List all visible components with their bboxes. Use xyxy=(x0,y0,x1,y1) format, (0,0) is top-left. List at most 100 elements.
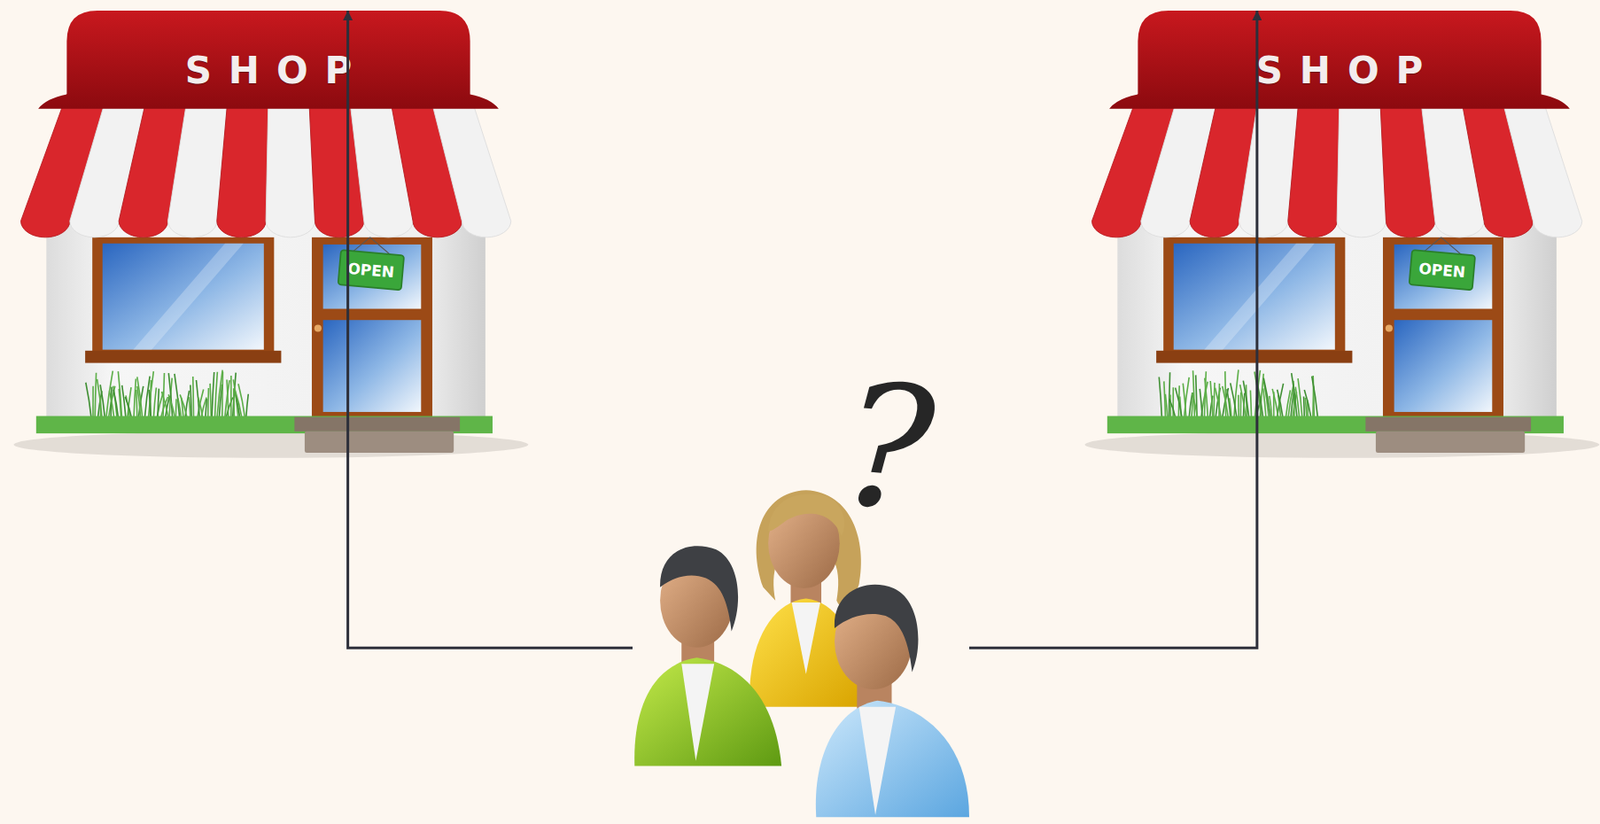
grass-blade xyxy=(1175,388,1183,419)
grass-blade xyxy=(108,390,114,418)
shop-name: SHOP xyxy=(1137,46,1541,96)
ground-strip xyxy=(36,416,493,435)
grass-blade xyxy=(1210,380,1213,419)
awning xyxy=(21,94,512,238)
connector-arrow xyxy=(348,10,633,648)
grass-blade xyxy=(1269,396,1273,419)
grass-blade xyxy=(133,379,136,419)
grass-blade xyxy=(148,371,155,419)
window-glass xyxy=(102,243,265,350)
grass-blade xyxy=(117,371,122,419)
door-knob xyxy=(314,324,322,332)
window-glass xyxy=(1173,243,1336,350)
door-frame xyxy=(1382,237,1504,424)
grass-blade xyxy=(161,391,169,419)
open-sign xyxy=(1409,249,1476,290)
grass-blade xyxy=(1304,389,1312,419)
grass-blade xyxy=(1204,378,1209,419)
grass-blade xyxy=(1257,380,1264,419)
grass-blade xyxy=(174,373,180,419)
grass-blade xyxy=(221,371,224,418)
grass-blade xyxy=(148,389,151,419)
grass-blade xyxy=(1213,382,1215,419)
ground-shadow xyxy=(1084,431,1600,459)
awning xyxy=(1092,94,1583,238)
grass-blade xyxy=(209,383,211,419)
grass-blade xyxy=(1192,393,1198,419)
grass-blade xyxy=(85,382,92,419)
grass-blade xyxy=(124,396,132,419)
open-sign xyxy=(338,249,405,290)
door-glass xyxy=(1394,244,1493,310)
grass-blade xyxy=(100,384,105,419)
grass-blade xyxy=(168,394,175,419)
connector-arrow xyxy=(969,10,1258,648)
awning-stripe xyxy=(265,94,315,238)
door-frame xyxy=(311,237,433,424)
grass-blade xyxy=(230,375,233,419)
grass-blade xyxy=(157,388,159,419)
awning-outline xyxy=(1092,94,1583,216)
grass-blade xyxy=(1169,398,1176,419)
hair xyxy=(834,584,919,673)
hair xyxy=(768,493,845,536)
door-glass xyxy=(323,319,422,412)
door-step xyxy=(1365,417,1531,432)
awning-stripe xyxy=(1500,94,1583,238)
door-step xyxy=(1375,431,1525,453)
grass-blade xyxy=(1215,388,1222,419)
grass-blade xyxy=(1237,395,1240,419)
glass-reflection xyxy=(1203,243,1314,350)
grass-blade xyxy=(1169,394,1172,418)
grass-blade xyxy=(1165,394,1168,419)
customer-group: ? xyxy=(632,367,970,816)
window-frame xyxy=(92,237,274,356)
shop-building: SHOP OPEN xyxy=(1081,10,1598,480)
grass-blade xyxy=(246,394,249,419)
collar xyxy=(859,706,896,816)
door-step xyxy=(294,417,460,432)
grass-blade xyxy=(1250,390,1251,419)
grass-blade xyxy=(1242,380,1249,419)
grass-blade xyxy=(198,397,203,419)
grass-blade xyxy=(1164,380,1166,418)
grass-blade xyxy=(175,398,178,418)
awning-band xyxy=(38,10,499,109)
door-knob xyxy=(1385,324,1393,332)
grass-blade xyxy=(1295,387,1299,419)
door-step xyxy=(304,431,454,453)
grass-blade xyxy=(211,372,215,419)
window-frame xyxy=(1163,237,1345,356)
grass-blade xyxy=(122,385,126,419)
open-sign-text: OPEN xyxy=(1409,249,1476,290)
collar xyxy=(792,602,821,675)
grass-blade xyxy=(92,386,94,419)
person-man xyxy=(815,584,970,817)
awning-stripe xyxy=(429,94,512,238)
grass-blade xyxy=(238,383,245,419)
grass-blade xyxy=(1312,376,1319,419)
grass-blade xyxy=(205,398,208,419)
grass-blade xyxy=(207,388,210,419)
window-sill xyxy=(85,350,281,364)
shop-name: SHOP xyxy=(66,46,470,96)
question-mark: ? xyxy=(822,363,955,533)
ground-shadow xyxy=(13,431,529,459)
grass-blade xyxy=(1277,389,1283,419)
grass-blade xyxy=(179,394,187,418)
grass-blade xyxy=(135,389,139,419)
body xyxy=(815,700,970,817)
grass-blade xyxy=(137,376,143,418)
grass-blade xyxy=(1230,382,1237,418)
grass-blade xyxy=(1304,397,1307,419)
grass-blade xyxy=(226,380,229,419)
glass-reflection xyxy=(132,243,243,350)
door-glass xyxy=(1394,319,1493,412)
grass-blade xyxy=(1297,378,1303,419)
ground-strip xyxy=(1107,416,1564,435)
grass-blade xyxy=(149,380,152,419)
grass-blade xyxy=(217,370,223,419)
grass-blade xyxy=(233,388,235,419)
door-glass xyxy=(323,244,422,310)
